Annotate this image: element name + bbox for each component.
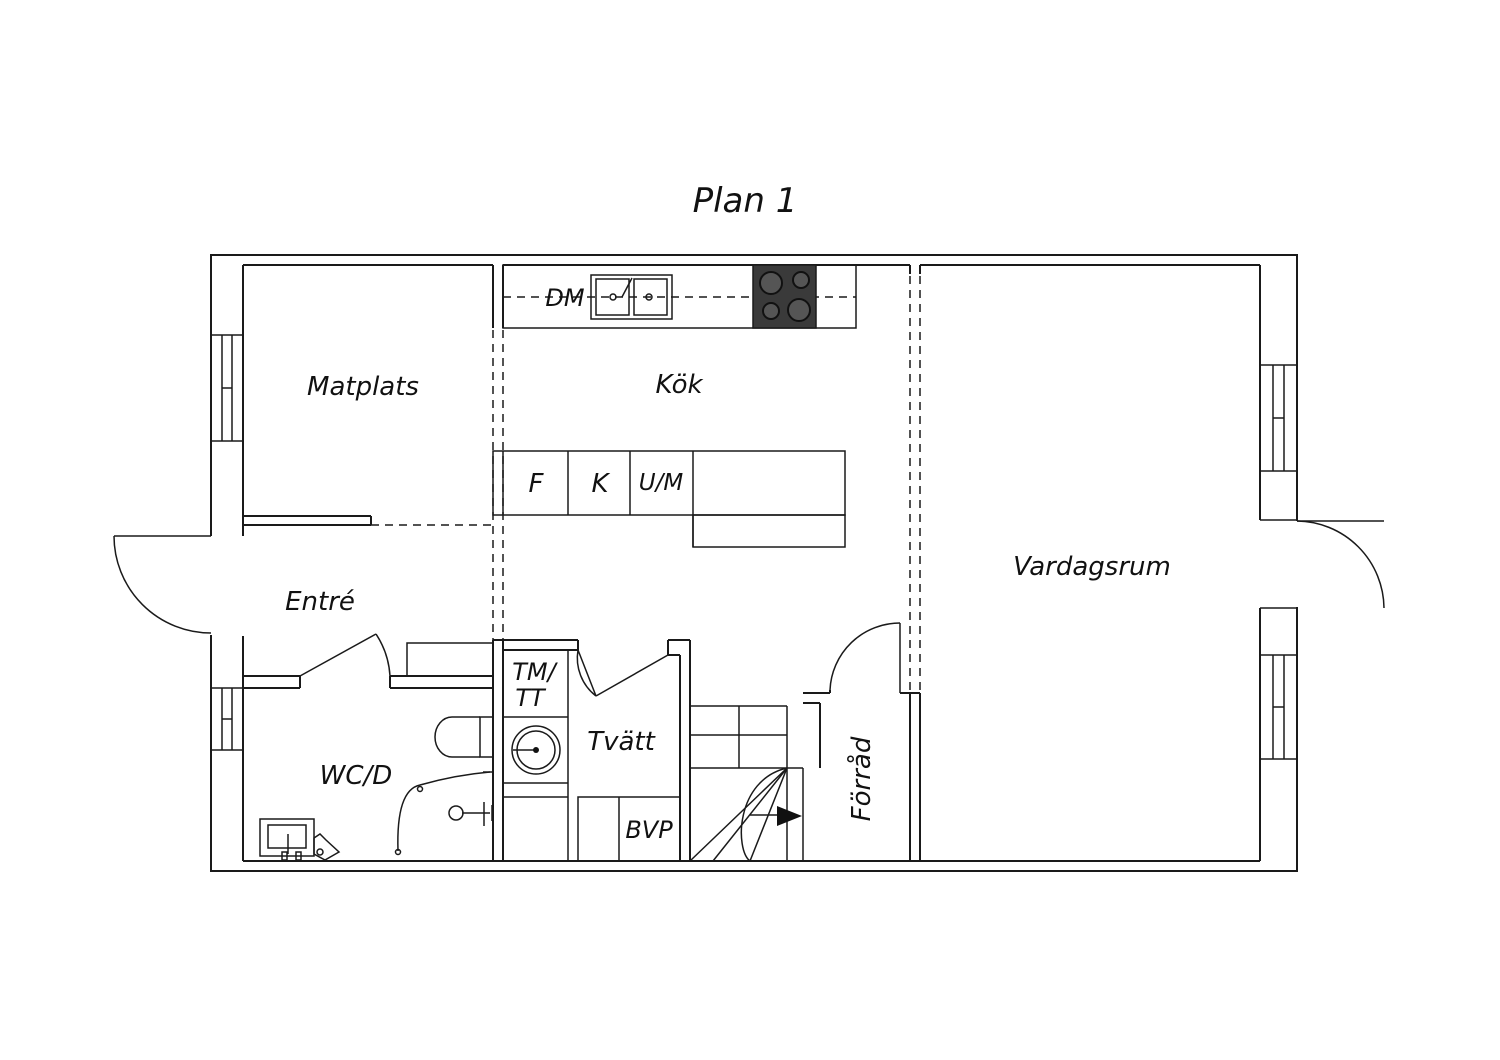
dishwasher-label: DM: [545, 284, 584, 312]
staircase: [689, 705, 804, 862]
dryer-label-line1: TM/: [512, 658, 558, 686]
fridge-label: F: [529, 469, 545, 499]
shower-icon: [394, 771, 493, 856]
room-label-tvatt: Tvätt: [587, 727, 655, 757]
entrance-door: [113, 525, 244, 676]
room-label-entre: Entré: [285, 587, 355, 617]
room-label-wc: WC/D: [320, 761, 393, 791]
room-label-kok: Kök: [655, 370, 703, 400]
laundry-walls: [503, 639, 691, 862]
heat-pump-label: BVP: [625, 816, 673, 844]
room-label-vardagsrum: Vardagsrum: [1013, 552, 1171, 582]
oven-microwave-label: U/M: [639, 470, 684, 496]
kitchen-island: [492, 450, 846, 548]
room-label-matplats: Matplats: [307, 372, 419, 402]
sink-icon: [590, 274, 673, 320]
freezer-label: K: [591, 469, 610, 499]
toilet-icon: [434, 716, 494, 758]
plan-title: Plan 1: [693, 181, 798, 221]
stove-icon: [752, 264, 817, 329]
window-left-top: [210, 334, 244, 442]
window-left-bottom: [210, 687, 244, 751]
living-room-door: [1260, 519, 1385, 609]
dryer-label-line2: TT: [515, 684, 547, 712]
room-label-forrad: Förråd: [846, 736, 877, 821]
window-right-top: [1259, 364, 1298, 472]
laundry-sink-icon: [511, 725, 561, 775]
interior-walls: [243, 265, 921, 861]
washbasin-icon: [259, 818, 341, 861]
storage-walls: [803, 622, 901, 768]
window-right-bottom: [1259, 654, 1298, 760]
